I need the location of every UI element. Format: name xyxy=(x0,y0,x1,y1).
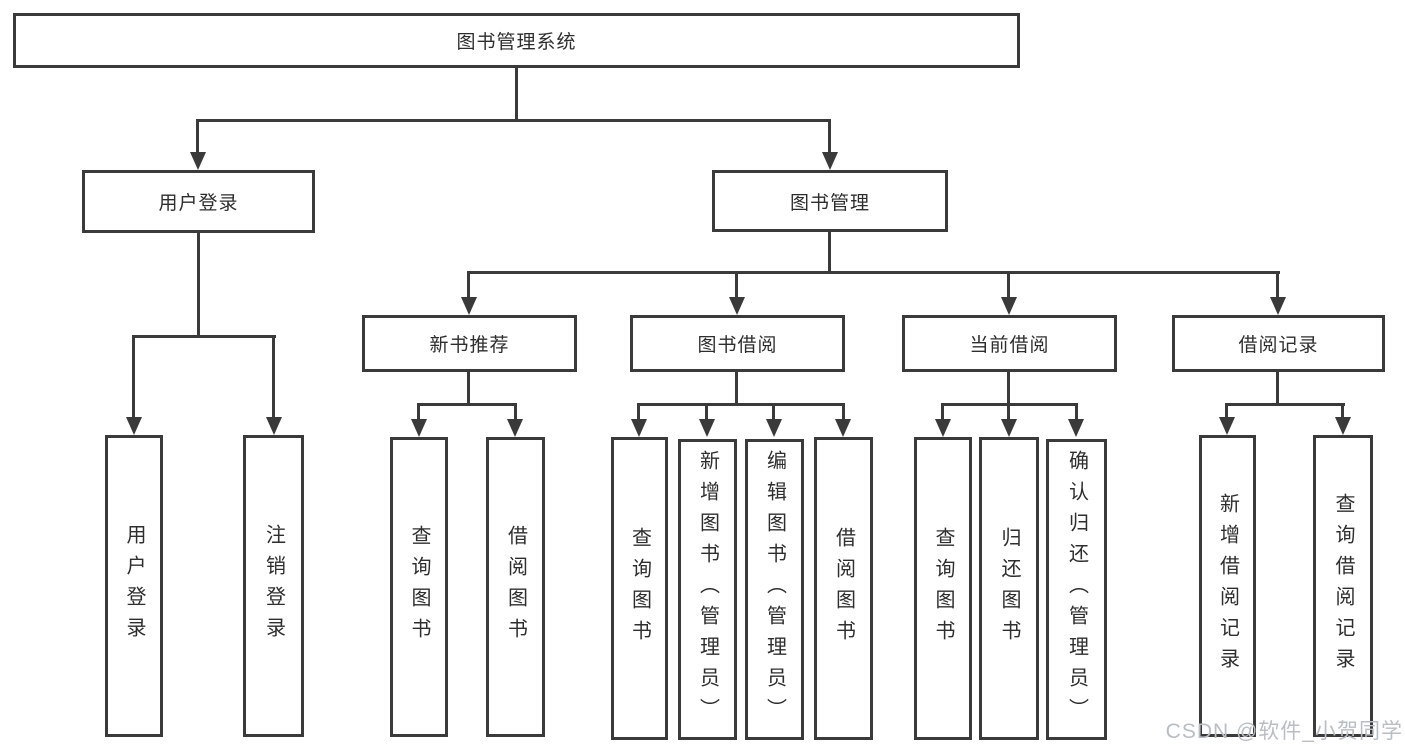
leaf-logout-label: 注销登录 xyxy=(262,524,285,648)
arrow-down-icon xyxy=(822,152,838,170)
node-root: 图书管理系统 xyxy=(13,13,1020,68)
drop-line xyxy=(705,403,708,420)
arrow-down-icon xyxy=(1068,419,1084,437)
root-stem-line xyxy=(515,68,518,121)
leaf-query-books-current-label: 查询图书 xyxy=(932,526,954,651)
leaf-borrow-books-2-label: 借阅图书 xyxy=(832,526,855,651)
new-book-recommend-stem-line xyxy=(467,372,470,406)
arrow-down-icon xyxy=(126,417,142,435)
drop-line xyxy=(941,403,944,420)
drop-line xyxy=(1075,403,1078,420)
node-new-book-recommend: 新书推荐 xyxy=(362,315,577,372)
leaf-logout: 注销登录 xyxy=(243,435,304,737)
borrow-records-stem-line xyxy=(1276,372,1279,406)
node-borrow-records: 借阅记录 xyxy=(1172,315,1385,372)
node-new-book-recommend-label: 新书推荐 xyxy=(429,335,510,356)
arrow-down-icon xyxy=(190,152,206,170)
arrow-down-icon xyxy=(1001,419,1017,437)
user-login-stem-line xyxy=(197,233,200,337)
drop-line xyxy=(1276,271,1279,299)
leaf-query-books-borrow: 查询图书 xyxy=(611,437,668,740)
arrow-down-icon xyxy=(835,419,851,437)
arrow-down-icon xyxy=(766,419,782,437)
node-user-login-label: 用户登录 xyxy=(158,193,239,214)
drop-line xyxy=(1007,403,1010,420)
book-management-branch-line xyxy=(467,271,1280,274)
drop-line xyxy=(467,271,470,299)
arrow-down-icon xyxy=(1219,417,1235,435)
new-book-recommend-branch-line xyxy=(417,403,517,406)
arrow-down-icon xyxy=(1335,417,1351,435)
node-user-login: 用户登录 xyxy=(82,170,315,233)
leaf-query-books-recommend: 查询图书 xyxy=(390,437,448,737)
node-root-label: 图书管理系统 xyxy=(456,32,577,53)
leaf-borrow-books-recommend: 借阅图书 xyxy=(486,437,545,737)
arrow-down-icon xyxy=(507,419,523,437)
drop-line xyxy=(1007,271,1010,299)
leaf-add-borrow-record: 新增借阅记录 xyxy=(1199,435,1256,737)
drop-line xyxy=(196,119,199,153)
node-current-borrow-label: 当前借阅 xyxy=(969,335,1050,356)
user-login-branch-line xyxy=(133,335,276,338)
leaf-user-login: 用户登录 xyxy=(105,435,163,737)
leaf-add-book-admin-label: 新增图书（管理员） xyxy=(696,450,719,729)
leaf-confirm-return-admin: 确认归还（管理员） xyxy=(1046,439,1107,740)
borrow-records-branch-line xyxy=(1225,403,1345,406)
drop-line xyxy=(514,403,517,420)
drop-line xyxy=(1341,403,1344,418)
arrow-down-icon xyxy=(935,419,951,437)
leaf-return-books: 归还图书 xyxy=(979,437,1039,740)
leaf-edit-book-admin-label: 编辑图书（管理员） xyxy=(763,450,786,729)
node-book-management: 图书管理 xyxy=(712,170,948,232)
leaf-query-books-current: 查询图书 xyxy=(914,437,972,740)
leaf-confirm-return-admin-label: 确认归还（管理员） xyxy=(1065,450,1088,729)
book-management-stem-line xyxy=(828,232,831,274)
leaf-borrow-books-2: 借阅图书 xyxy=(814,437,873,740)
book-borrow-stem-line xyxy=(735,372,738,406)
arrow-down-icon xyxy=(699,419,715,437)
arrow-down-icon xyxy=(631,419,647,437)
drop-line xyxy=(272,335,275,419)
leaf-edit-book-admin: 编辑图书（管理员） xyxy=(745,439,804,740)
csdn-watermark: CSDN @软件_小贺同学 xyxy=(1165,720,1403,743)
leaf-add-book-admin: 新增图书（管理员） xyxy=(678,439,737,740)
node-book-management-label: 图书管理 xyxy=(789,192,870,214)
drop-line xyxy=(842,403,845,420)
leaf-query-borrow-record: 查询借阅记录 xyxy=(1313,435,1373,737)
node-book-borrow-label: 图书借阅 xyxy=(697,335,778,356)
drop-line xyxy=(772,403,775,420)
arrow-down-icon xyxy=(266,417,282,435)
arrow-down-icon xyxy=(461,297,477,315)
drop-line xyxy=(637,403,640,420)
drop-line xyxy=(132,335,135,419)
drop-line xyxy=(417,403,420,420)
current-borrow-stem-line xyxy=(1007,372,1010,406)
arrow-down-icon xyxy=(411,419,427,437)
drop-line xyxy=(828,119,831,153)
book-borrow-branch-line xyxy=(637,403,845,406)
leaf-query-books-borrow-label: 查询图书 xyxy=(628,526,651,651)
drop-line xyxy=(1225,403,1228,418)
arrow-down-icon xyxy=(729,297,745,315)
node-current-borrow: 当前借阅 xyxy=(902,315,1117,372)
node-book-borrow: 图书借阅 xyxy=(630,315,845,372)
leaf-return-books-label: 归还图书 xyxy=(998,526,1020,651)
drop-line xyxy=(735,271,738,299)
leaf-add-borrow-record-label: 新增借阅记录 xyxy=(1216,493,1239,679)
leaf-query-borrow-record-label: 查询借阅记录 xyxy=(1332,493,1354,679)
root-branch-line xyxy=(197,119,831,122)
arrow-down-icon xyxy=(1001,297,1017,315)
node-borrow-records-label: 借阅记录 xyxy=(1238,335,1319,356)
leaf-query-books-recommend-label: 查询图书 xyxy=(408,525,430,649)
leaf-user-login-label: 用户登录 xyxy=(123,524,145,648)
leaf-borrow-books-recommend-label: 借阅图书 xyxy=(504,525,527,649)
arrow-down-icon xyxy=(1270,297,1286,315)
